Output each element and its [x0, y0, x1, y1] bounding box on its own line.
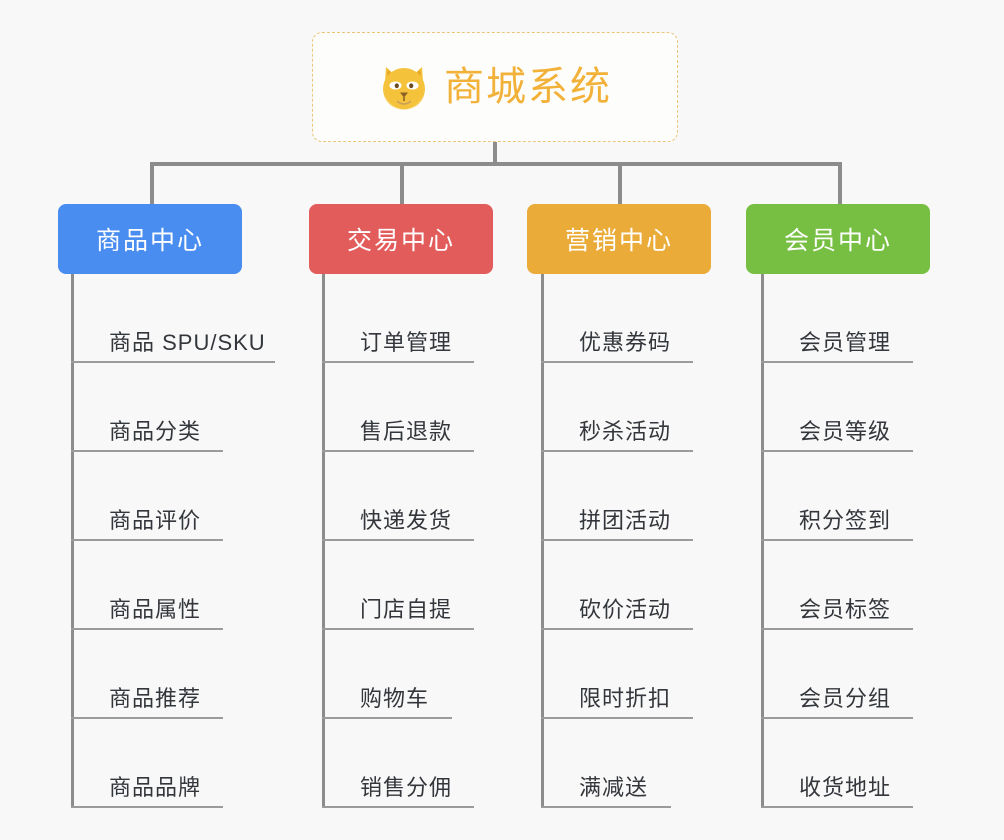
- list-item[interactable]: 收货地址: [761, 719, 913, 808]
- shiba-dog-face-icon: [378, 61, 430, 113]
- leaf-underline: [541, 806, 671, 808]
- connector-drop-1: [150, 162, 154, 204]
- leaf-label: 拼团活动: [579, 507, 672, 533]
- list-item[interactable]: 砍价活动: [541, 541, 693, 630]
- leaf-underline: [71, 361, 275, 363]
- leaf-underline: [541, 450, 693, 452]
- connector-drop-4: [838, 162, 842, 204]
- leaf-underline: [761, 628, 913, 630]
- leaf-underline: [71, 717, 223, 719]
- branch-spine-4: [761, 274, 764, 808]
- leaf-label: 门店自提: [360, 596, 453, 622]
- branch-spine-3: [541, 274, 544, 808]
- leaf-label: 会员标签: [799, 596, 892, 622]
- leaf-underline: [761, 806, 913, 808]
- connector-drop-2: [400, 162, 404, 204]
- list-item[interactable]: 售后退款: [322, 363, 474, 452]
- category-label-1: 商品中心: [95, 227, 204, 255]
- leaf-underline: [761, 717, 913, 719]
- leaf-label: 商品推荐: [109, 685, 202, 711]
- list-item[interactable]: 满减送: [541, 719, 671, 808]
- leaf-label: 会员等级: [799, 418, 892, 444]
- leaf-label: 商品评价: [109, 507, 202, 533]
- branch-column-3: 优惠券码 秒杀活动 拼团活动 砍价活动 限时折扣 满减送: [541, 274, 693, 808]
- list-item[interactable]: 快递发货: [322, 452, 474, 541]
- leaf-label: 收货地址: [799, 774, 892, 800]
- list-item[interactable]: 销售分佣: [322, 719, 474, 808]
- branch-column-4: 会员管理 会员等级 积分签到 会员标签 会员分组 收货地址: [761, 274, 913, 808]
- category-box-4[interactable]: 会员中心: [746, 204, 930, 274]
- list-item[interactable]: 优惠券码: [541, 274, 693, 363]
- leaf-label: 会员管理: [799, 329, 892, 355]
- leaf-label: 购物车: [360, 685, 430, 711]
- branch-spine-2: [322, 274, 325, 808]
- list-item[interactable]: 门店自提: [322, 541, 474, 630]
- leaf-underline: [322, 361, 474, 363]
- leaf-label: 销售分佣: [360, 774, 453, 800]
- category-box-2[interactable]: 交易中心: [309, 204, 493, 274]
- list-item[interactable]: 会员等级: [761, 363, 913, 452]
- list-item[interactable]: 商品推荐: [71, 630, 266, 719]
- leaf-label: 砍价活动: [579, 596, 672, 622]
- leaf-label: 会员分组: [799, 685, 892, 711]
- list-item[interactable]: 商品 SPU/SKU: [71, 274, 275, 363]
- leaf-label: 秒杀活动: [579, 418, 672, 444]
- list-item[interactable]: 订单管理: [322, 274, 474, 363]
- category-label-2: 交易中心: [346, 227, 455, 255]
- leaf-underline: [761, 450, 913, 452]
- leaf-underline: [71, 450, 223, 452]
- leaf-label: 商品 SPU/SKU: [109, 329, 266, 355]
- leaf-underline: [541, 361, 693, 363]
- list-item[interactable]: 商品品牌: [71, 719, 266, 808]
- list-item[interactable]: 商品属性: [71, 541, 266, 630]
- leaf-underline: [322, 628, 474, 630]
- branch-spine-1: [71, 274, 74, 808]
- leaf-label: 商品品牌: [109, 774, 202, 800]
- leaf-label: 优惠券码: [579, 329, 672, 355]
- leaf-underline: [761, 361, 913, 363]
- category-box-3[interactable]: 营销中心: [527, 204, 711, 274]
- list-item[interactable]: 会员分组: [761, 630, 913, 719]
- leaf-underline: [322, 539, 474, 541]
- leaf-label: 积分签到: [799, 507, 892, 533]
- list-item[interactable]: 商品分类: [71, 363, 266, 452]
- leaf-underline: [322, 450, 474, 452]
- leaf-label: 订单管理: [360, 329, 453, 355]
- leaf-underline: [322, 717, 452, 719]
- list-item[interactable]: 积分签到: [761, 452, 913, 541]
- leaf-underline: [71, 628, 223, 630]
- leaf-underline: [541, 628, 693, 630]
- category-label-3: 营销中心: [564, 227, 673, 255]
- list-item[interactable]: 限时折扣: [541, 630, 693, 719]
- list-item[interactable]: 购物车: [322, 630, 452, 719]
- leaf-label: 限时折扣: [579, 685, 672, 711]
- category-label-4: 会员中心: [783, 227, 892, 255]
- category-box-1[interactable]: 商品中心: [58, 204, 242, 274]
- leaf-label: 快递发货: [360, 507, 453, 533]
- leaf-label: 商品属性: [109, 596, 202, 622]
- root-title: 商城系统: [444, 65, 612, 109]
- leaf-label: 满减送: [579, 774, 649, 800]
- leaf-underline: [541, 717, 693, 719]
- leaf-underline: [71, 806, 223, 808]
- branch-column-2: 订单管理 售后退款 快递发货 门店自提 购物车 销售分佣: [322, 274, 474, 808]
- connector-bus-bar: [150, 162, 842, 166]
- list-item[interactable]: 商品评价: [71, 452, 266, 541]
- list-item[interactable]: 会员标签: [761, 541, 913, 630]
- leaf-label: 售后退款: [360, 418, 453, 444]
- list-item[interactable]: 会员管理: [761, 274, 913, 363]
- connector-drop-3: [618, 162, 622, 204]
- leaf-label: 商品分类: [109, 418, 202, 444]
- root-node[interactable]: 商城系统: [312, 32, 678, 142]
- branch-column-1: 商品 SPU/SKU 商品分类 商品评价 商品属性 商品推荐 商品品牌: [71, 274, 275, 808]
- leaf-underline: [761, 539, 913, 541]
- leaf-underline: [541, 539, 693, 541]
- leaf-underline: [322, 806, 474, 808]
- list-item[interactable]: 拼团活动: [541, 452, 693, 541]
- list-item[interactable]: 秒杀活动: [541, 363, 693, 452]
- connector-root-trunk: [493, 142, 497, 164]
- leaf-underline: [71, 539, 223, 541]
